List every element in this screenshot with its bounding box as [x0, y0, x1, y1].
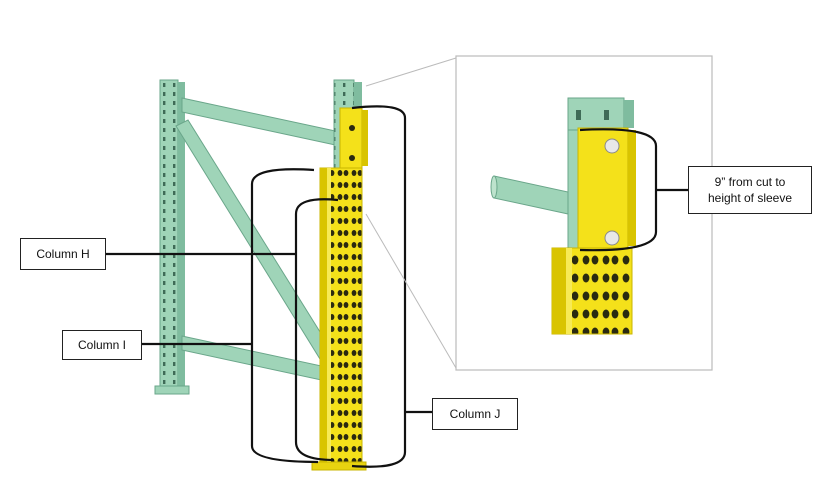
outer-sleeve-side	[362, 110, 368, 166]
sleeve-height-label: 9” from cut to height of sleeve	[688, 166, 812, 214]
column-h-bracket	[106, 198, 339, 462]
sleeve-height-text-line2: height of sleeve	[707, 191, 793, 205]
sleeve-bolt-bottom	[349, 155, 355, 161]
detail-inset	[455, 55, 713, 371]
sleeve-bolt-top	[349, 125, 355, 131]
column-i-text: Column I	[77, 337, 127, 352]
column-j-label: Column J	[432, 398, 518, 430]
inset-bolt-top	[604, 138, 620, 154]
repair-post	[311, 107, 368, 471]
yellow-column-side	[320, 168, 327, 468]
left-foot	[154, 385, 190, 395]
column-h-text: Column H	[36, 246, 90, 261]
inset-connector	[365, 57, 457, 369]
inset-sleeve	[577, 127, 629, 249]
column-j-bracket	[351, 105, 432, 468]
diagonal-brace	[175, 119, 341, 373]
sleeve-height-text-line1: 9” from cut to	[714, 174, 786, 189]
column-i-bracket	[142, 168, 319, 464]
inset-bolt-bottom	[604, 230, 620, 246]
column-h-label: Column H	[20, 238, 106, 270]
column-j-text: Column J	[449, 406, 501, 421]
left-upright-side	[178, 82, 185, 388]
yellow-column-front	[327, 168, 331, 468]
top-horizontal-brace	[181, 97, 341, 147]
column-i-label: Column I	[62, 330, 142, 360]
